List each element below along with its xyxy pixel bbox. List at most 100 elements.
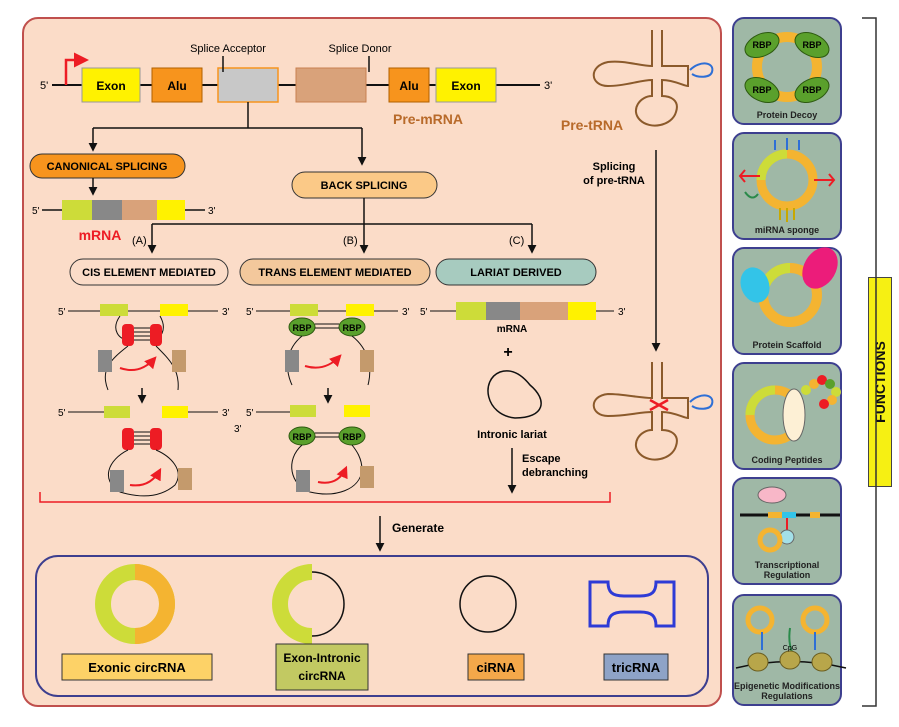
- exon-right-label: Exon: [451, 79, 480, 93]
- splice-donor-label: Splice Donor: [329, 43, 392, 55]
- tricrna-box: [603, 653, 669, 681]
- intronic-lariat-label: Intronic lariat: [477, 429, 547, 441]
- protein-scaffold-label: Protein Scaffold: [752, 340, 822, 350]
- trans-bottom-3prime: 3': [234, 424, 242, 435]
- splice-donor-region: [295, 67, 367, 103]
- trans-rbp-2: RBP: [342, 323, 361, 333]
- trans-element-label: TRANS ELEMENT MEDIATED: [258, 267, 411, 279]
- trans-bottom-5prime: 5': [246, 408, 254, 419]
- exon-left: [81, 67, 141, 103]
- split-arrows: [88, 102, 367, 166]
- canonical-splicing-label: CANONICAL SPLICING: [47, 161, 168, 173]
- protein-decoy-label: Protein Decoy: [756, 110, 818, 120]
- epigenetic-label-line1: Epigenetic Modifications: [734, 681, 841, 691]
- alu-right-label: Alu: [399, 79, 418, 93]
- transcriptional-label-line2: Regulation: [763, 570, 811, 580]
- lariat-derived-pill: [435, 258, 597, 286]
- mrna-exon-4: [157, 200, 185, 220]
- lariat-pathway: 5' 3' mRNA + Intronic lariat Escape debr…: [420, 302, 626, 494]
- intronic-lariat-loop: [487, 370, 542, 419]
- decoy-rbp-3: RBP: [752, 85, 771, 95]
- lariat-mrna-label: mRNA: [497, 324, 528, 335]
- trna-splicing-line1: Splicing: [593, 161, 636, 173]
- cirna-box: [467, 653, 525, 681]
- tricrna-label: tricRNA: [612, 660, 661, 675]
- mrna-exon-1: [62, 200, 92, 220]
- transcriptional-regulation-icon: [740, 486, 840, 553]
- lariat-3prime: 3': [618, 307, 626, 318]
- alu-right: [388, 67, 430, 103]
- trans-rbp-1: RBP: [292, 323, 311, 333]
- trans-pathway: 5' 3' RBP RBP 5' 3' RBP RBP: [234, 304, 410, 495]
- mrna-exon-2: [92, 200, 122, 220]
- mrna-5prime: 5': [32, 206, 40, 217]
- exon-intronic-line1: Exon-Intronic: [283, 651, 361, 665]
- decoy-rbp-4: RBP: [802, 85, 821, 95]
- epigenetic-icon: CpG: [735, 605, 847, 672]
- cis-element-pill: [69, 258, 229, 286]
- cirna-label: ciRNA: [476, 660, 516, 675]
- exonic-circrna-box: [61, 653, 213, 681]
- back-splicing-label: BACK SPLICING: [321, 180, 408, 192]
- path-b-letter: (B): [343, 235, 358, 247]
- exonic-circrna-label: Exonic circRNA: [88, 660, 186, 675]
- cis-element-label: CIS ELEMENT MEDIATED: [82, 267, 216, 279]
- mrna-exon-3: [122, 200, 157, 220]
- exon-right: [435, 67, 497, 103]
- lariat-derived-label: LARIAT DERIVED: [470, 267, 562, 279]
- cis-top-5prime: 5': [58, 307, 66, 318]
- pre-trna-label: Pre-tRNA: [561, 117, 623, 133]
- escape-line1: Escape: [522, 453, 561, 465]
- coding-peptides-label: Coding Peptides: [751, 455, 823, 465]
- protein-decoy-icon: RBP RBP RBP RBP: [744, 31, 830, 104]
- cis-top-3prime: 3': [222, 307, 230, 318]
- canonical-splicing: CANONICAL SPLICING 5' 3' mRNA: [29, 153, 216, 243]
- escape-line2: debranching: [522, 467, 588, 479]
- cis-pathway: 5' 3' 5' 3': [58, 304, 230, 497]
- trans-rbp-3: RBP: [292, 432, 311, 442]
- exon-intronic-circrna-box: [275, 643, 369, 691]
- mrna-label: mRNA: [79, 227, 122, 243]
- coding-peptides-icon: [745, 375, 841, 445]
- pre-mrna-label: Pre-mRNA: [393, 111, 463, 127]
- canonical-splicing-pill: [29, 153, 186, 179]
- generate-label: Generate: [392, 521, 444, 535]
- functions-bracket: [862, 17, 877, 707]
- mirna-sponge-icon: [738, 138, 836, 222]
- functions-title-box: FUNCTIONS: [868, 277, 892, 487]
- alu-left-label: Alu: [167, 79, 186, 93]
- transcriptional-label-line1: Transcriptional: [754, 560, 820, 570]
- decoy-rbp-2: RBP: [802, 40, 821, 50]
- products-panel: Exonic circRNA Exon-Intronic circRNA ciR…: [35, 555, 709, 697]
- pre-mrna-5prime: 5': [40, 80, 48, 92]
- splice-acceptor-region: [217, 67, 279, 103]
- epigenetic-label-line2: Regulations: [761, 691, 813, 701]
- mrna-3prime: 3': [208, 206, 216, 217]
- lariat-plus: +: [503, 344, 512, 361]
- trans-element-pill: [239, 258, 431, 286]
- path-c-letter: (C): [509, 235, 524, 247]
- decoy-rbp-1: RBP: [752, 40, 771, 50]
- splice-acceptor-label: Splice Acceptor: [190, 43, 266, 55]
- cis-bottom-5prime: 5': [58, 408, 66, 419]
- alu-left: [151, 67, 203, 103]
- exon-intronic-line2: circRNA: [298, 669, 346, 683]
- trna-splicing-line2: of pre-tRNA: [583, 175, 645, 187]
- mirna-sponge-label: miRNA sponge: [754, 225, 820, 235]
- back-splicing: BACK SPLICING (A) (B) (C): [132, 171, 537, 254]
- protein-scaffold-icon: [740, 247, 838, 327]
- pre-mrna-gene: 5' 3' Exon Alu Splice Acceptor Splice Do…: [40, 43, 552, 127]
- cpg-label: CpG: [783, 645, 797, 652]
- path-labels: CIS ELEMENT MEDIATED TRANS ELEMENT MEDIA…: [69, 258, 597, 286]
- trans-top-3prime: 3': [402, 307, 410, 318]
- trans-top-5prime: 5': [246, 307, 254, 318]
- lariat-5prime: 5': [420, 307, 428, 318]
- pre-trna: Pre-tRNA Splicing of pre-tRNA: [561, 30, 714, 461]
- generate-section: Generate: [39, 492, 611, 552]
- path-a-letter: (A): [132, 235, 147, 247]
- pre-mrna-3prime: 3': [544, 80, 552, 92]
- cis-bottom-3prime: 3': [222, 408, 230, 419]
- exon-left-label: Exon: [96, 79, 125, 93]
